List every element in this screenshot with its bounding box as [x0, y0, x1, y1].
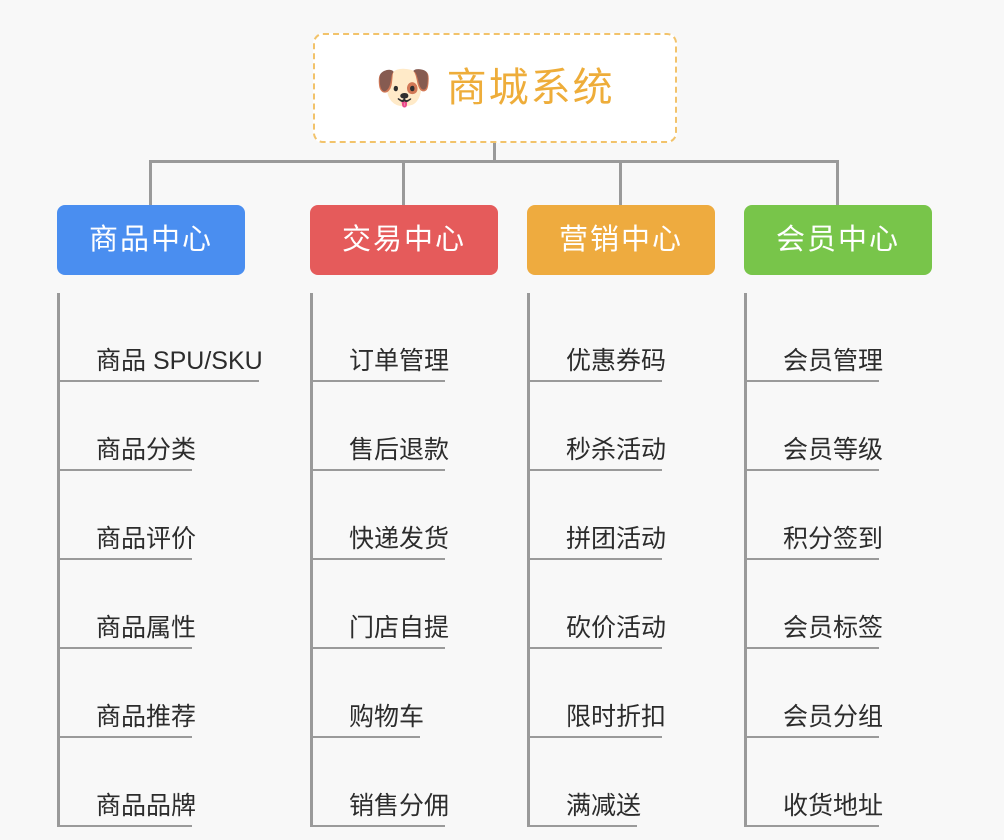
- list-item-underline: [530, 558, 662, 560]
- list-item-label: 商品 SPU/SKU: [96, 347, 263, 375]
- list-item[interactable]: 满减送: [530, 738, 715, 827]
- category-label: 会员中心: [775, 223, 900, 256]
- list-item-underline: [60, 736, 192, 738]
- list-item-underline: [313, 380, 445, 382]
- shiba-dog-face-icon: 🐶: [375, 61, 433, 113]
- leaf-list-trade-center: 订单管理 售后退款 快递发货 门店自提 购物车 销售分佣: [310, 293, 498, 827]
- list-item-underline: [60, 380, 259, 382]
- list-item-underline: [60, 825, 192, 827]
- list-item-underline: [60, 469, 192, 471]
- list-item[interactable]: 商品分类: [60, 382, 245, 471]
- list-item-label: 限时折扣: [566, 703, 667, 731]
- list-item-label: 销售分佣: [349, 792, 450, 820]
- list-item-underline: [313, 647, 445, 649]
- list-item[interactable]: 门店自提: [313, 560, 498, 649]
- connector-drop-2: [402, 162, 405, 206]
- list-item[interactable]: 会员等级: [747, 382, 932, 471]
- list-item-underline: [747, 736, 879, 738]
- category-box-member-center[interactable]: 会员中心: [744, 205, 932, 275]
- list-item-label: 订单管理: [349, 347, 450, 375]
- list-item-label: 快递发货: [349, 525, 450, 553]
- connector-root-vertical: [493, 143, 496, 162]
- list-item[interactable]: 会员标签: [747, 560, 932, 649]
- list-item-label: 收货地址: [783, 792, 884, 820]
- list-item-underline: [747, 825, 879, 827]
- list-item[interactable]: 商品品牌: [60, 738, 245, 827]
- list-item[interactable]: 拼团活动: [530, 471, 715, 560]
- list-item-underline: [530, 469, 662, 471]
- category-box-marketing-center[interactable]: 营销中心: [527, 205, 715, 275]
- branch-product-center: 商品中心 商品 SPU/SKU 商品分类 商品评价 商品属性 商品推荐: [57, 205, 263, 827]
- leaf-list-product-center: 商品 SPU/SKU 商品分类 商品评价 商品属性 商品推荐 商品品牌: [57, 293, 263, 827]
- list-item-underline: [747, 469, 879, 471]
- list-item[interactable]: 快递发货: [313, 471, 498, 560]
- list-item-label: 商品属性: [96, 614, 197, 642]
- list-item-underline: [313, 469, 445, 471]
- list-item[interactable]: 商品评价: [60, 471, 245, 560]
- list-item-label: 会员等级: [783, 436, 884, 464]
- list-item-label: 门店自提: [349, 614, 450, 642]
- list-item-label: 优惠券码: [566, 347, 667, 375]
- list-item-label: 秒杀活动: [566, 436, 667, 464]
- list-item-underline: [530, 825, 637, 827]
- category-box-product-center[interactable]: 商品中心: [57, 205, 245, 275]
- branch-member-center: 会员中心 会员管理 会员等级 积分签到 会员标签 会员分组: [744, 205, 932, 827]
- list-item-label: 购物车: [349, 703, 425, 731]
- root-node-title: 商城系统: [446, 66, 615, 110]
- list-item-label: 会员标签: [783, 614, 884, 642]
- list-item[interactable]: 商品推荐: [60, 649, 245, 738]
- list-item-underline: [530, 647, 662, 649]
- category-label: 交易中心: [341, 223, 466, 256]
- list-item-underline: [530, 736, 662, 738]
- root-node-mall-system[interactable]: 🐶 商城系统: [313, 33, 677, 143]
- list-item[interactable]: 订单管理: [313, 293, 498, 382]
- list-item-label: 积分签到: [783, 525, 884, 553]
- list-item[interactable]: 售后退款: [313, 382, 498, 471]
- list-item-label: 会员分组: [783, 703, 884, 731]
- list-item-label: 商品品牌: [96, 792, 197, 820]
- connector-drop-4: [836, 162, 839, 206]
- list-item[interactable]: 秒杀活动: [530, 382, 715, 471]
- list-item[interactable]: 砍价活动: [530, 560, 715, 649]
- list-item-underline: [530, 380, 662, 382]
- list-item[interactable]: 商品属性: [60, 560, 245, 649]
- list-item[interactable]: 会员管理: [747, 293, 932, 382]
- leaf-list-member-center: 会员管理 会员等级 积分签到 会员标签 会员分组 收货地址: [744, 293, 932, 827]
- list-item-underline: [60, 647, 192, 649]
- category-box-trade-center[interactable]: 交易中心: [310, 205, 498, 275]
- list-item[interactable]: 收货地址: [747, 738, 932, 827]
- leaf-list-marketing-center: 优惠券码 秒杀活动 拼团活动 砍价活动 限时折扣 满减送: [527, 293, 715, 827]
- connector-drop-3: [619, 162, 622, 206]
- list-item-label: 商品推荐: [96, 703, 197, 731]
- list-item[interactable]: 会员分组: [747, 649, 932, 738]
- list-item[interactable]: 积分签到: [747, 471, 932, 560]
- list-item-label: 商品评价: [96, 525, 197, 553]
- category-label: 营销中心: [558, 223, 683, 256]
- list-item-underline: [747, 647, 879, 649]
- list-item-underline: [313, 736, 420, 738]
- branch-marketing-center: 营销中心 优惠券码 秒杀活动 拼团活动 砍价活动 限时折扣: [527, 205, 715, 827]
- category-label: 商品中心: [88, 223, 213, 256]
- list-item-label: 拼团活动: [566, 525, 667, 553]
- list-item-underline: [747, 380, 879, 382]
- list-item[interactable]: 优惠券码: [530, 293, 715, 382]
- branch-trade-center: 交易中心 订单管理 售后退款 快递发货 门店自提 购物车: [310, 205, 498, 827]
- list-item-underline: [60, 558, 192, 560]
- list-item[interactable]: 商品 SPU/SKU: [60, 293, 263, 382]
- list-item-label: 会员管理: [783, 347, 884, 375]
- connector-horizontal-bus: [149, 160, 839, 163]
- list-item-underline: [313, 825, 445, 827]
- list-item-underline: [747, 558, 879, 560]
- list-item-label: 售后退款: [349, 436, 450, 464]
- list-item[interactable]: 销售分佣: [313, 738, 498, 827]
- list-item-label: 砍价活动: [566, 614, 667, 642]
- list-item[interactable]: 限时折扣: [530, 649, 715, 738]
- list-item-label: 商品分类: [96, 436, 197, 464]
- connector-drop-1: [149, 162, 152, 206]
- list-item[interactable]: 购物车: [313, 649, 498, 738]
- list-item-label: 满减送: [566, 792, 642, 820]
- list-item-underline: [313, 558, 445, 560]
